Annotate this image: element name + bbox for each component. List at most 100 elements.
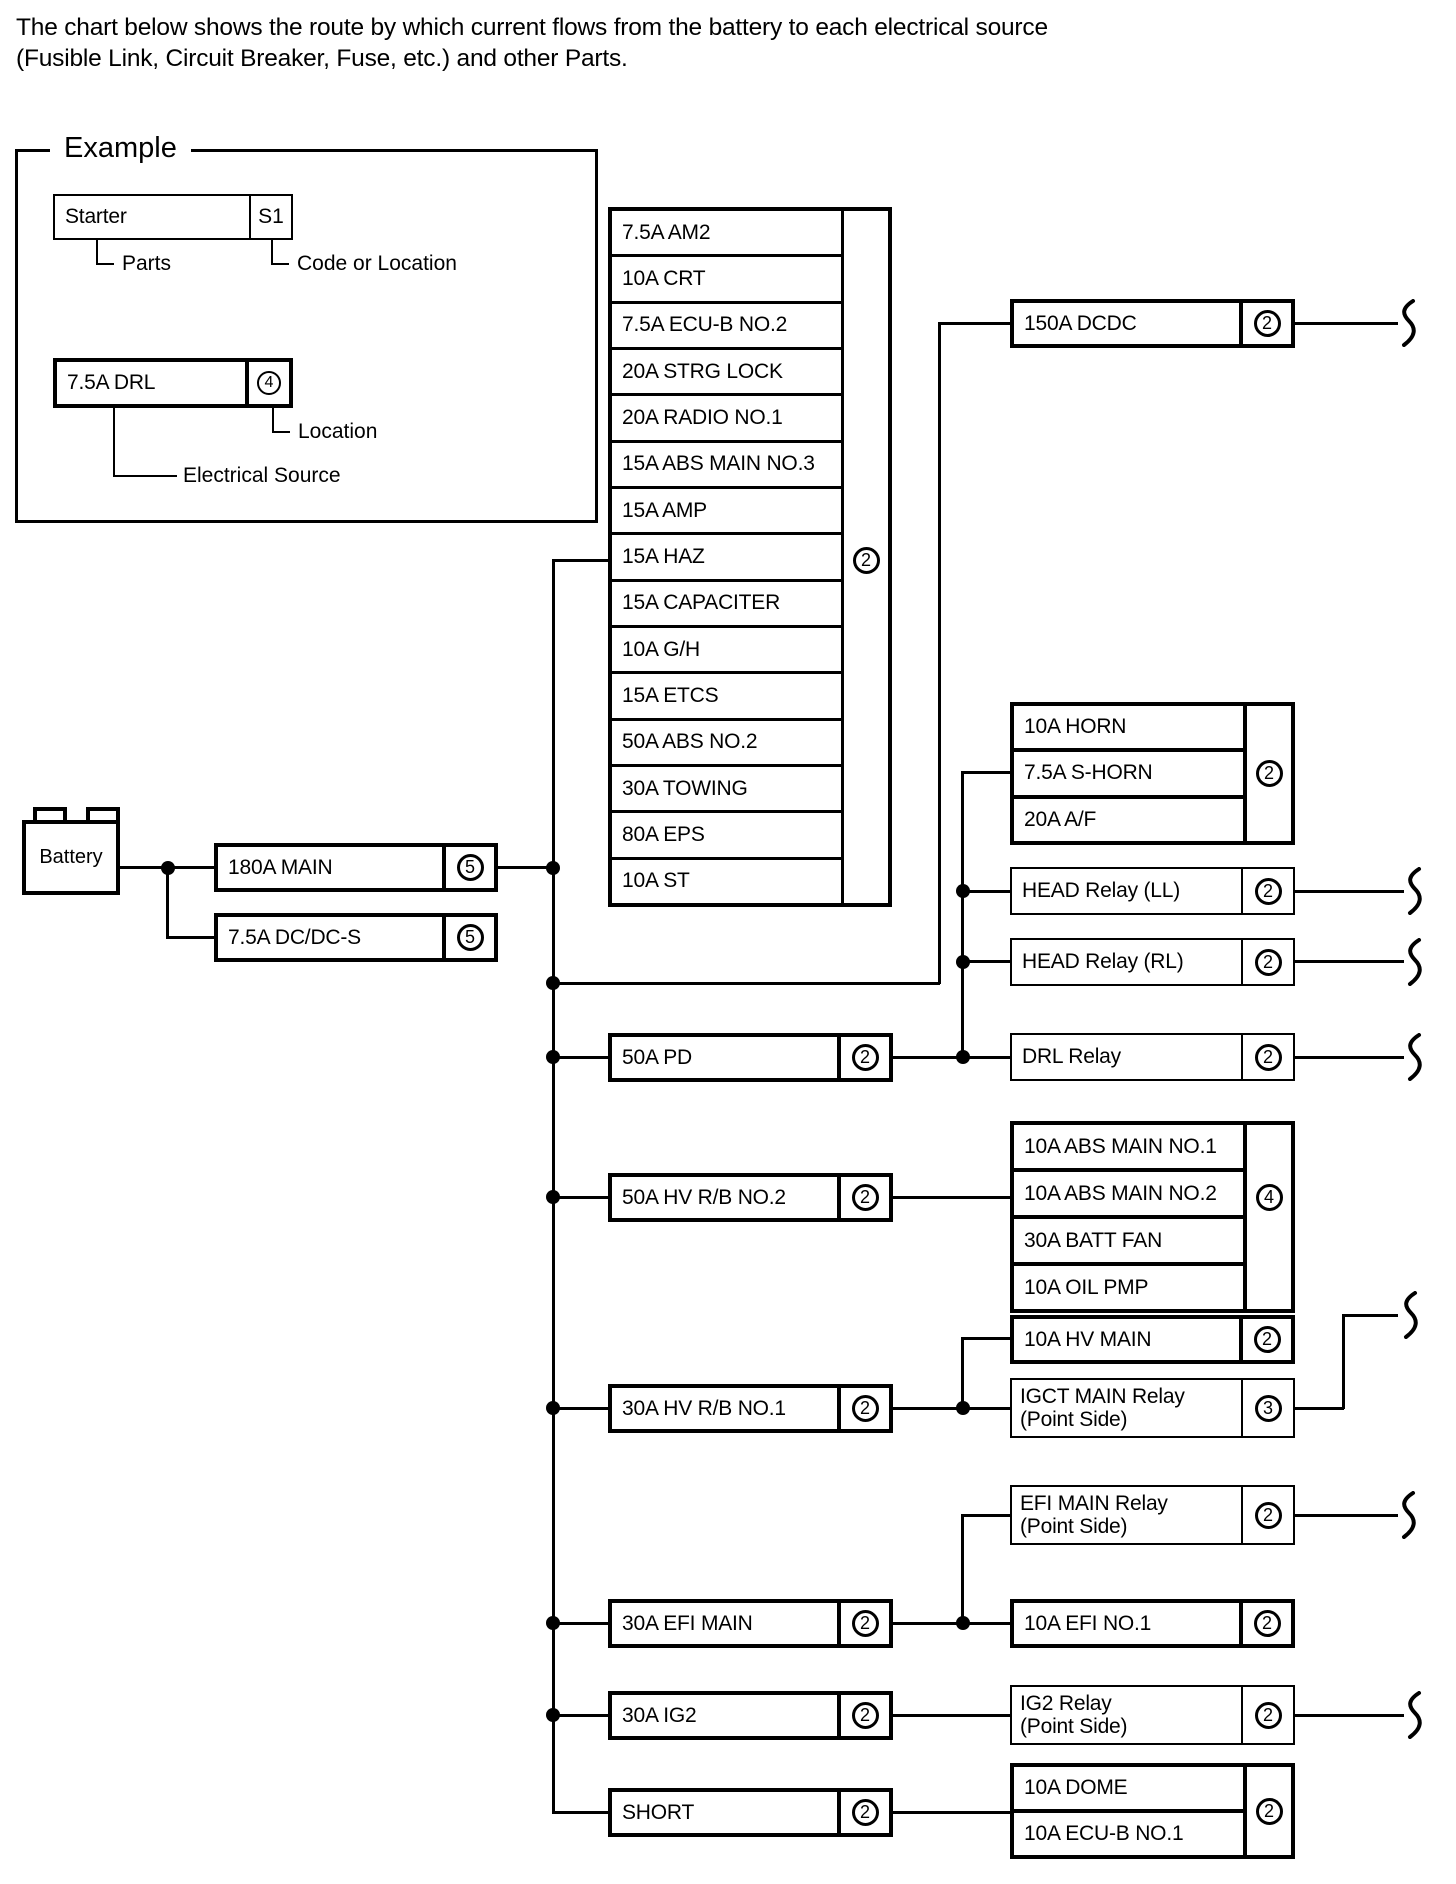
leader-line	[113, 475, 177, 477]
junction-dot	[546, 1708, 560, 1722]
fuse-row: 20A A/F	[1024, 807, 1097, 831]
location-marker: 3	[1254, 1394, 1282, 1422]
fuse-label: 150A DCDC	[1024, 311, 1137, 335]
wire-segment	[552, 1622, 610, 1625]
example-location-marker: 4	[257, 371, 281, 395]
fuse-row: 10A OIL PMP	[1024, 1275, 1149, 1299]
junction-dot	[546, 1050, 560, 1064]
wire-segment	[891, 1407, 1012, 1410]
leader-line	[113, 407, 115, 477]
wire-segment	[1342, 1314, 1398, 1317]
head-relay-rl: HEAD Relay (RL) 2	[1010, 938, 1295, 986]
wire-break-icon	[1408, 867, 1422, 915]
fuse-row: 20A RADIO NO.1	[612, 396, 841, 443]
example-parts-box: Starter S1	[53, 194, 293, 240]
relay-label-line1: IGCT MAIN Relay	[1020, 1385, 1185, 1408]
title-line1: The chart below shows the route by which…	[16, 14, 1048, 41]
wire-segment	[891, 1811, 1012, 1814]
fuse-row: 7.5A ECU-B NO.2	[612, 304, 841, 350]
wire-break-icon	[1408, 1033, 1422, 1081]
igct-main-relay: IGCT MAIN Relay (Point Side) 3	[1010, 1378, 1295, 1438]
location-marker: 2	[851, 1702, 879, 1729]
fuse-label: 7.5A DC/DC-S	[228, 925, 361, 949]
wire-segment	[961, 890, 1012, 893]
fuse-10a-efi-no1: 10A EFI NO.1 2	[1010, 1599, 1295, 1648]
efi-main-relay: EFI MAIN Relay (Point Side) 2	[1010, 1485, 1295, 1545]
wire-segment	[1293, 960, 1404, 963]
wire-segment	[961, 960, 1012, 963]
location-marker: 2	[1253, 1326, 1281, 1353]
wire-segment	[552, 1196, 610, 1199]
example-source-label: 7.5A DRL	[67, 371, 156, 394]
location-marker: 2	[1254, 1501, 1282, 1529]
wire-segment	[961, 772, 964, 1058]
wire-segment	[961, 771, 1012, 774]
fuse-row: 10A ECU-B NO.1	[1024, 1822, 1184, 1845]
fuse-row: 7.5A AM2	[612, 211, 841, 258]
wire-segment	[1293, 1407, 1344, 1410]
page-title: The chart below shows the route by which…	[16, 12, 1048, 74]
junction-dot	[546, 976, 560, 990]
wire-segment	[891, 1714, 1012, 1717]
location-marker: 2	[851, 1395, 879, 1422]
example-parts-label: Starter	[65, 205, 127, 228]
wire-segment	[1293, 1714, 1404, 1717]
fuse-row: 20A STRG LOCK	[612, 350, 841, 397]
fuse-label: 50A PD	[622, 1045, 693, 1069]
wire-segment	[961, 1338, 964, 1409]
fuse-label: 30A IG2	[622, 1703, 697, 1727]
junction-dot	[161, 861, 175, 875]
title-line2: (Fusible Link, Circuit Breaker, Fuse, et…	[16, 45, 628, 72]
location-marker: 2	[1253, 310, 1281, 337]
fuse-label: 10A HV MAIN	[1024, 1327, 1152, 1351]
fuse-row: 30A TOWING	[612, 767, 841, 814]
location-marker: 2	[1255, 1797, 1283, 1825]
fuse-label: SHORT	[622, 1800, 695, 1824]
ig2-relay: IG2 Relay (Point Side) 2	[1010, 1685, 1295, 1745]
fuse-row: 15A AMP	[612, 489, 841, 536]
relay-label-line2: (Point Side)	[1020, 1515, 1128, 1538]
wire-segment	[938, 322, 1012, 325]
leader-line	[96, 239, 98, 265]
wire-segment	[498, 866, 555, 869]
wire-segment	[961, 1337, 1012, 1340]
location-marker: 2	[851, 1610, 879, 1637]
fuse-50a-hv-rb-no2: 50A HV R/B NO.2 2	[608, 1173, 893, 1222]
location-marker: 5	[456, 854, 484, 881]
relay-label-line1: IG2 Relay	[1020, 1692, 1112, 1715]
fuse-row: 10A DOME	[1014, 1767, 1243, 1813]
wire-segment	[961, 1514, 1012, 1517]
leader-line	[272, 431, 290, 433]
wire-trunk	[552, 560, 555, 1813]
fuse-30a-ig2: 30A IG2 2	[608, 1691, 893, 1740]
fuse-label: 180A MAIN	[228, 855, 333, 879]
junction-dot	[956, 1401, 970, 1415]
location-marker: 2	[851, 1044, 879, 1071]
fuse-150a-dcdc: 150A DCDC 2	[1010, 299, 1295, 348]
wire-segment	[1293, 1056, 1404, 1059]
fuse-30a-efi-main: 30A EFI MAIN 2	[608, 1599, 893, 1648]
example-legend-title: Example	[50, 132, 191, 165]
fuse-row: 80A EPS	[612, 813, 841, 860]
location-marker: 2	[1254, 948, 1282, 976]
fuse-label: 30A HV R/B NO.1	[622, 1396, 786, 1420]
fuse-row: 10A HORN	[1014, 706, 1243, 753]
relay-label: HEAD Relay (RL)	[1022, 950, 1184, 973]
fuse-label: 10A EFI NO.1	[1024, 1611, 1152, 1635]
junction-dot	[956, 884, 970, 898]
main-fuse-panel: 7.5A AM2 10A CRT 7.5A ECU-B NO.2 20A STR…	[608, 207, 892, 907]
wire-segment	[891, 1622, 1012, 1625]
fuse-row: 10A CRT	[612, 257, 841, 304]
relay-label-line2: (Point Side)	[1020, 1715, 1128, 1738]
wire-segment	[891, 1196, 1012, 1199]
drl-relay: DRL Relay 2	[1010, 1033, 1295, 1081]
fusible-link-dcdc-s: 7.5A DC/DC-S 5	[214, 913, 498, 962]
location-marker: 2	[851, 1184, 879, 1211]
fuse-row: 10A ABS MAIN NO.1	[1014, 1125, 1243, 1172]
junction-dot	[546, 861, 560, 875]
wire-segment	[552, 1407, 610, 1410]
fuse-row: 10A G/H	[612, 628, 841, 675]
horn-fuse-group: 10A HORN 7.5A S-HORN 20A A/F 2	[1010, 702, 1295, 845]
leader-line	[272, 407, 274, 433]
